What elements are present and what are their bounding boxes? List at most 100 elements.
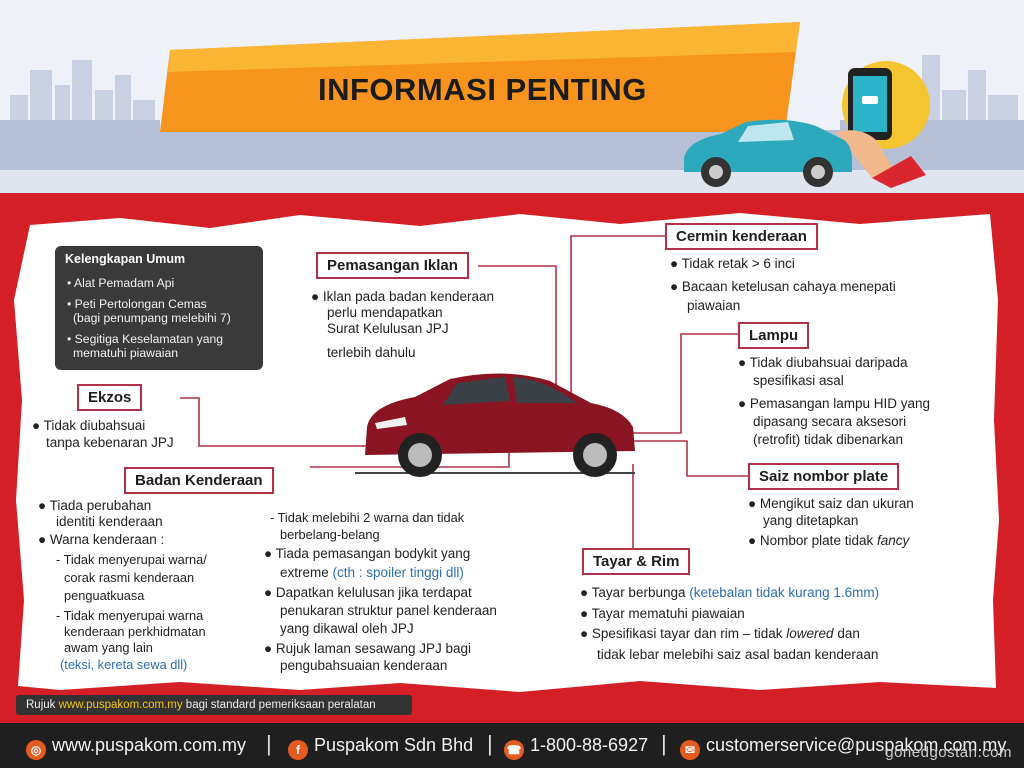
kelengkapan-item-text: Peti Pertolongan Cemas bbox=[74, 297, 207, 311]
badan-sub: corak rasmi kenderaan bbox=[64, 570, 195, 585]
ekzos-item-text: Tidak diubahsuai bbox=[43, 418, 146, 433]
iklan-line: terlebih dahulu bbox=[327, 345, 416, 360]
cermin-item-cont: piawaian bbox=[687, 298, 741, 313]
footer-facebook-text: Puspakom Sdn Bhd bbox=[314, 735, 474, 755]
footer-phone-text: 1-800-88-6927 bbox=[530, 735, 649, 755]
tayar-item-italic: lowered bbox=[786, 626, 834, 641]
kelengkapan-umum-box: Kelengkapan Umum • Alat Pemadam Api • Pe… bbox=[55, 246, 263, 370]
lampu-item-cont: (retrofit) tidak dibenarkan bbox=[753, 432, 904, 447]
lampu-item: ● Tidak diubahsuai daripada bbox=[738, 355, 908, 370]
phone-icon: ☎ bbox=[504, 740, 524, 760]
saiz-item-italic: fancy bbox=[876, 533, 910, 548]
email-icon: ✉ bbox=[680, 740, 700, 760]
badan-item-cont: penukaran struktur panel kenderaan bbox=[280, 603, 497, 618]
kelengkapan-item-cont: mematuhi piawaian bbox=[73, 346, 179, 360]
saiz-item-text: Mengikut saiz dan ukuran bbox=[759, 496, 914, 511]
badan-sub: awam yang lain bbox=[64, 640, 153, 655]
ekzos-item-cont: tanpa kebenaran JPJ bbox=[46, 435, 174, 450]
badan-item-text: Rujuk laman sesawang JPJ bagi bbox=[275, 641, 472, 656]
badan-item: ● Rujuk laman sesawang JPJ bagi bbox=[264, 641, 472, 656]
reference-suffix: bagi standard pemeriksaan peralatan bbox=[185, 699, 376, 711]
footer-website[interactable]: ◎ www.puspakom.com.my bbox=[26, 735, 246, 760]
lampu-item-cont: spesifikasi asal bbox=[753, 373, 844, 388]
badan-item: ● Dapatkan kelulusan jika terdapat bbox=[264, 585, 472, 600]
footer-separator: | bbox=[266, 731, 272, 756]
lampu-item-text: Tidak diubahsuai daripada bbox=[749, 355, 908, 370]
red-car-illustration bbox=[355, 373, 635, 477]
tayar-item-text: Spesifikasi tayar dan rim – tidak bbox=[591, 626, 783, 641]
badan-sub: (teksi, kereta sewa dll) bbox=[60, 657, 188, 672]
page-title: INFORMASI PENTING bbox=[318, 72, 647, 107]
kelengkapan-item: • Segitiga Keselamatan yang bbox=[67, 332, 224, 346]
saiz-item-text: Nombor plate tidak bbox=[759, 533, 874, 548]
lampu-label: Lampu bbox=[738, 322, 810, 349]
tayar-item-text: dan bbox=[837, 626, 860, 641]
tayar-item-text: Tayar berbunga bbox=[591, 585, 686, 600]
iklan-label: Pemasangan Iklan bbox=[316, 252, 469, 279]
badan-item-note: (cth : spoiler tinggi dll) bbox=[332, 565, 464, 580]
badan-item-text: Warna kenderaan : bbox=[49, 532, 165, 547]
tayar-item-note: (ketebalan tidak kurang 1.6mm) bbox=[689, 585, 880, 600]
saiz-label: Saiz nombor plate bbox=[748, 463, 900, 490]
header-area: INFORMASI PENTING bbox=[0, 0, 1024, 195]
footer-separator: | bbox=[661, 731, 667, 756]
iklan-line: Iklan pada badan kenderaan bbox=[322, 289, 495, 304]
kelengkapan-item-text: Segitiga Keselamatan yang bbox=[74, 332, 224, 346]
kelengkapan-item-cont: (bagi penumpang melebihi 7) bbox=[73, 311, 231, 325]
badan-item: ● Warna kenderaan : bbox=[38, 532, 165, 547]
badan-sub: penguatkuasa bbox=[64, 588, 145, 603]
cermin-item-text: Bacaan ketelusan cahaya menepati bbox=[681, 279, 896, 294]
tayar-label: Tayar & Rim bbox=[582, 548, 691, 575]
title-banner-shape bbox=[160, 22, 800, 132]
watermark: gonedgostan.com bbox=[885, 744, 1012, 761]
saiz-item: ● Nombor plate tidak fancy bbox=[748, 533, 910, 548]
reference-prefix: Rujuk bbox=[26, 699, 56, 711]
cermin-item: ● Bacaan ketelusan cahaya menepati bbox=[670, 279, 896, 294]
cermin-label: Cermin kenderaan bbox=[665, 223, 818, 250]
badan-item: ● Tiada perubahan bbox=[38, 498, 152, 513]
tayar-item-text: Tayar mematuhi piawaian bbox=[591, 606, 745, 621]
footer-email[interactable]: ✉ customerservice@puspakom.com.my bbox=[680, 735, 1006, 760]
facebook-icon: f bbox=[288, 740, 308, 760]
cermin-item: ● Tidak retak > 6 inci bbox=[670, 256, 795, 271]
footer-email-text: customerservice@puspakom.com.my bbox=[706, 735, 1007, 755]
badan-item-text: Tiada perubahan bbox=[49, 498, 152, 513]
badan-item-cont: yang dikawal oleh JPJ bbox=[280, 621, 414, 636]
reference-note: Rujuk www.puspakom.com.my bagi standard … bbox=[16, 695, 412, 715]
footer-phone[interactable]: ☎ 1-800-88-6927 bbox=[504, 735, 648, 760]
badan-sub: - Tidak melebihi 2 warna dan tidak bbox=[270, 510, 465, 525]
badan-sub: berbelang-belang bbox=[280, 527, 380, 542]
car-and-phone-illustration bbox=[684, 61, 930, 188]
badan-item-cont: identiti kenderaan bbox=[56, 514, 163, 529]
lampu-item-text: Pemasangan lampu HID yang bbox=[749, 396, 931, 411]
kelengkapan-title: Kelengkapan Umum bbox=[65, 252, 186, 266]
badan-item-text: extreme bbox=[280, 565, 329, 580]
footer-website-text: www.puspakom.com.my bbox=[52, 735, 247, 755]
iklan-line: Surat Kelulusan JPJ bbox=[327, 321, 449, 336]
tayar-item: ● Tayar mematuhi piawaian bbox=[580, 606, 745, 621]
iklan-text: ● Iklan pada badan kenderaan bbox=[311, 289, 495, 304]
badan-sub: kenderaan perkhidmatan bbox=[64, 624, 206, 639]
badan-sub: - Tidak menyerupai warna/ bbox=[56, 552, 207, 567]
ekzos-label: Ekzos bbox=[77, 384, 143, 411]
tayar-item: ● Spesifikasi tayar dan rim – tidak lowe… bbox=[580, 626, 860, 641]
badan-item: ● Tiada pemasangan bodykit yang bbox=[264, 546, 471, 561]
kelengkapan-item: • Peti Pertolongan Cemas bbox=[67, 297, 207, 311]
cermin-item-text: Tidak retak > 6 inci bbox=[681, 256, 795, 271]
badan-item-text: Tiada pemasangan bodykit yang bbox=[275, 546, 471, 561]
tayar-item: ● Tayar berbunga (ketebalan tidak kurang… bbox=[580, 585, 880, 600]
badan-label: Badan Kenderaan bbox=[124, 467, 274, 494]
footer-separator: | bbox=[487, 731, 493, 756]
iklan-line: perlu mendapatkan bbox=[327, 305, 443, 320]
globe-icon: ◎ bbox=[26, 740, 46, 760]
badan-item-text: Dapatkan kelulusan jika terdapat bbox=[275, 585, 472, 600]
lampu-item-cont: dipasang secara aksesori bbox=[753, 414, 907, 429]
lampu-item: ● Pemasangan lampu HID yang bbox=[738, 396, 931, 411]
reference-link[interactable]: www.puspakom.com.my bbox=[58, 699, 183, 711]
footer-facebook[interactable]: f Puspakom Sdn Bhd bbox=[288, 735, 473, 760]
saiz-item-cont: yang ditetapkan bbox=[763, 513, 859, 528]
kelengkapan-item-text: Alat Pemadam Api bbox=[73, 276, 175, 290]
tayar-item-cont: tidak lebar melebihi saiz asal badan ken… bbox=[597, 647, 879, 662]
ekzos-item: ● Tidak diubahsuai bbox=[32, 418, 146, 433]
badan-sub: - Tidak menyerupai warna bbox=[56, 608, 204, 623]
